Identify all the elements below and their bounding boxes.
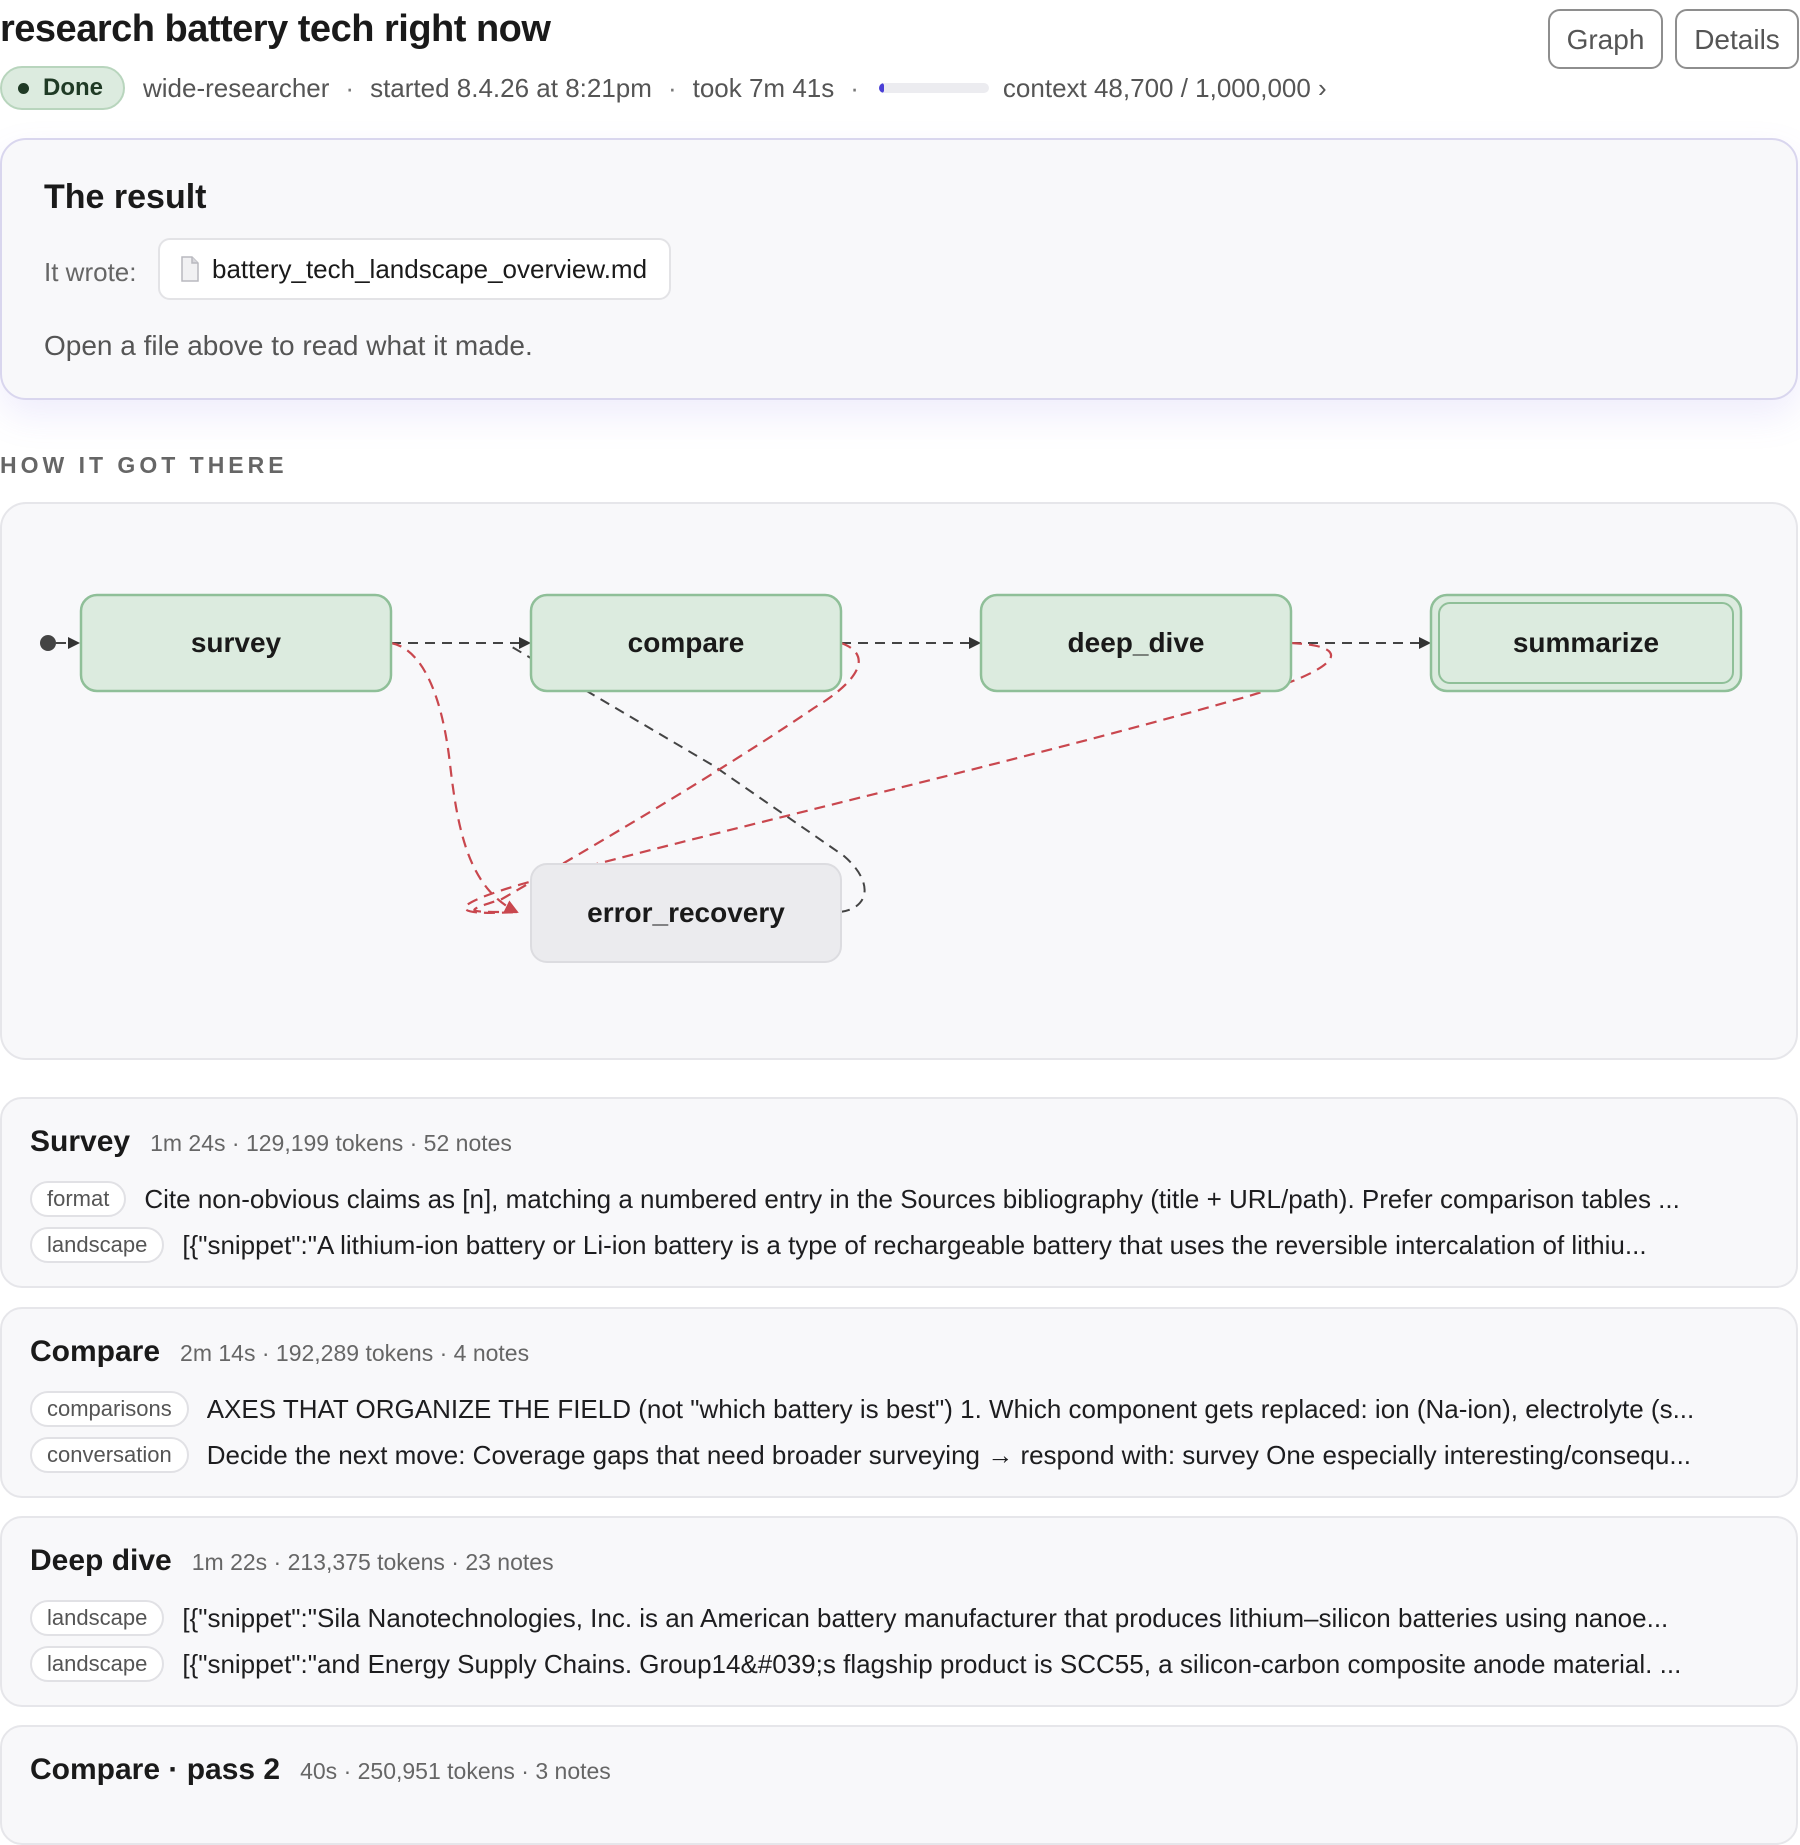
- note-tag: landscape: [30, 1227, 165, 1263]
- note-tag: comparisons: [30, 1391, 189, 1427]
- step-title: Compare · pass 2: [30, 1753, 281, 1786]
- step-card-deep-dive[interactable]: Deep dive 1m 22s · 213,375 tokens · 23 n…: [0, 1516, 1798, 1707]
- note-text: AXES THAT ORGANIZE THE FIELD (not "which…: [206, 1393, 1695, 1424]
- note-row[interactable]: comparisons AXES THAT ORGANIZE THE FIELD…: [30, 1389, 1768, 1429]
- context-usage-link[interactable]: context 48,700 / 1,000,000 ›: [1002, 72, 1327, 103]
- note-text: [{"snippet":"Sila Nanotechnologies, Inc.…: [182, 1602, 1669, 1633]
- node-deep-dive-label: deep_dive: [1068, 627, 1205, 658]
- output-file-name: battery_tech_landscape_overview.md: [212, 253, 648, 284]
- edge-compare-error: [473, 641, 860, 914]
- node-compare-label: compare: [628, 627, 745, 658]
- graph-button[interactable]: Graph: [1548, 9, 1663, 69]
- note-row[interactable]: landscape [{"snippet":"and Energy Supply…: [30, 1644, 1768, 1684]
- wrote-label: It wrote:: [44, 257, 137, 287]
- separator-dot: ·: [345, 72, 355, 103]
- details-button[interactable]: Details: [1675, 9, 1799, 69]
- step-stats: 1m 24s · 129,199 tokens · 52 notes: [150, 1130, 512, 1156]
- step-stats: 1m 22s · 213,375 tokens · 23 notes: [191, 1549, 554, 1575]
- note-tag: format: [30, 1181, 127, 1217]
- note-tag: landscape: [30, 1646, 165, 1682]
- open-file-hint: Open a file above to read what it made.: [44, 330, 533, 361]
- separator-dot: ·: [850, 72, 859, 103]
- note-row[interactable]: landscape [{"snippet":"A lithium-ion bat…: [30, 1225, 1768, 1265]
- edge-survey-error: [390, 641, 519, 914]
- agent-name: wide-researcher: [143, 72, 330, 103]
- note-text: [{"snippet":"A lithium-ion battery or Li…: [182, 1229, 1647, 1260]
- workflow-graph-svg: survey compare deep_dive summarize error…: [40, 593, 1743, 963]
- run-meta: Done wide-researcher · started 8.4.26 at…: [0, 66, 1327, 110]
- node-summarize-label: summarize: [1513, 627, 1659, 658]
- step-title: Survey: [30, 1125, 131, 1158]
- note-text: [{"snippet":"and Energy Supply Chains. G…: [182, 1648, 1682, 1679]
- status-dot-icon: [18, 82, 29, 94]
- edge-error-to-compare: [506, 643, 866, 913]
- step-stats: 2m 14s · 192,289 tokens · 4 notes: [180, 1340, 530, 1366]
- status-label: Done: [43, 74, 103, 101]
- note-row[interactable]: format Cite non-obvious claims as [n], m…: [30, 1179, 1768, 1219]
- started-time: started 8.4.26 at 8:21pm: [370, 72, 652, 103]
- context-progress-fill: [878, 83, 885, 93]
- note-text: Decide the next move: Coverage gaps that…: [206, 1439, 1692, 1470]
- step-card-compare-pass-2[interactable]: Compare · pass 2 40s · 250,951 tokens · …: [0, 1725, 1798, 1845]
- step-card-compare[interactable]: Compare 2m 14s · 192,289 tokens · 4 note…: [0, 1307, 1798, 1498]
- node-compare[interactable]: compare: [529, 593, 843, 693]
- node-deep-dive[interactable]: deep_dive: [979, 593, 1293, 693]
- note-row[interactable]: landscape [{"snippet":"Sila Nanotechnolo…: [30, 1598, 1768, 1638]
- result-card: The result It wrote: battery_tech_landsc…: [0, 138, 1798, 400]
- result-title: The result: [44, 178, 207, 216]
- note-text: Cite non-obvious claims as [n], matching…: [144, 1183, 1680, 1214]
- section-label: HOW IT GOT THERE: [0, 452, 288, 478]
- node-error-recovery-label: error_recovery: [587, 897, 785, 928]
- note-tag: conversation: [30, 1437, 189, 1473]
- note-row[interactable]: conversation Decide the next move: Cover…: [30, 1435, 1768, 1475]
- step-card-survey[interactable]: Survey 1m 24s · 129,199 tokens · 52 note…: [0, 1097, 1798, 1288]
- step-title: Deep dive: [30, 1544, 172, 1577]
- context-progress-bar: [878, 83, 989, 93]
- edge-deepdive-error: [464, 641, 1333, 914]
- workflow-graph: survey compare deep_dive summarize error…: [0, 502, 1798, 1060]
- node-survey[interactable]: survey: [79, 593, 393, 693]
- start-node-icon: [40, 635, 56, 651]
- file-icon: [181, 256, 199, 282]
- node-survey-label: survey: [191, 627, 282, 658]
- duration: took 7m 41s: [692, 72, 835, 103]
- status-badge: Done: [0, 66, 125, 110]
- output-file-chip[interactable]: battery_tech_landscape_overview.md: [158, 238, 672, 300]
- note-tag: landscape: [30, 1600, 165, 1636]
- step-title: Compare: [30, 1335, 161, 1368]
- separator-dot: ·: [667, 72, 677, 103]
- page-title: research battery tech right now: [0, 8, 551, 50]
- node-error-recovery[interactable]: error_recovery: [530, 863, 842, 963]
- node-summarize[interactable]: summarize: [1429, 593, 1743, 693]
